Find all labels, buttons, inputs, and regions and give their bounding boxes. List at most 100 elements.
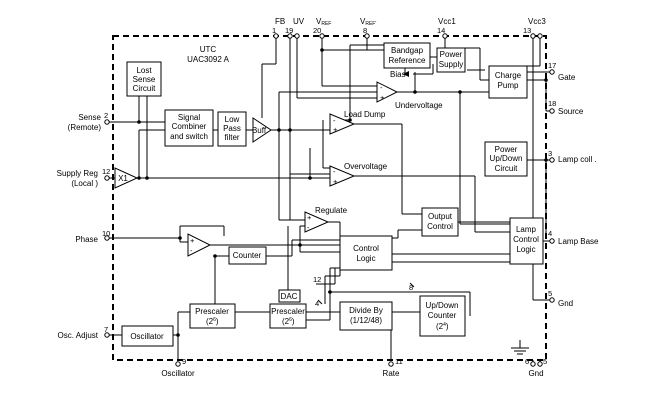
pin-supply-reg: 12 Supply Reg (Local ) (57, 167, 111, 188)
bias-label: Bias (390, 70, 409, 79)
svg-text:Control: Control (353, 244, 379, 253)
svg-text:Reference: Reference (389, 56, 426, 65)
svg-text:-: - (380, 83, 383, 92)
svg-text:Gnd: Gnd (528, 369, 543, 378)
svg-text:12: 12 (102, 167, 110, 176)
pin-gnd-right: 5 Gnd (548, 289, 573, 308)
bus-label-4: 4 (315, 299, 319, 308)
svg-text:Oscillator: Oscillator (130, 332, 164, 341)
pin-vcc1: 14 Vcc1 (437, 17, 456, 39)
svg-text:10: 10 (102, 229, 110, 238)
svg-text:+: + (380, 93, 385, 102)
pin-rate: 11 Rate (383, 357, 403, 378)
svg-text:Charge: Charge (495, 71, 522, 80)
low-pass-filter-block: Low Pass filter (217, 111, 247, 147)
oscillator-block: Oscillator (121, 325, 174, 347)
svg-text:Circuit: Circuit (495, 164, 518, 173)
svg-text:(26): (26) (282, 317, 295, 326)
svg-text:-: - (307, 223, 310, 232)
svg-text:Supply Reg: Supply Reg (57, 169, 98, 178)
svg-text:Control: Control (513, 235, 539, 244)
pin-vcc3: 13 Vcc3 (523, 17, 546, 39)
svg-text:(Local ): (Local ) (71, 179, 98, 188)
overvoltage-comparator: - + Overvoltage (329, 162, 388, 187)
pin-uv-2: UV (293, 17, 305, 39)
power-updown-circuit-block: Power Up/Down Circuit (484, 141, 528, 177)
svg-text:19: 19 (285, 26, 293, 35)
junction-dots (137, 48, 548, 337)
svg-text:Lamp coll .: Lamp coll . (558, 155, 597, 164)
svg-text:11: 11 (395, 357, 403, 366)
pin-phase: 10 Phase (75, 229, 110, 244)
svg-text:Output: Output (428, 212, 453, 221)
svg-text:Regulate: Regulate (315, 206, 348, 215)
svg-text:1: 1 (272, 26, 276, 35)
svg-text:5: 5 (548, 289, 552, 298)
svg-text:9: 9 (182, 357, 186, 366)
svg-text:Lamp: Lamp (516, 225, 537, 234)
svg-text:Combiner: Combiner (172, 122, 207, 131)
svg-text:Osc. Adjust: Osc. Adjust (58, 331, 99, 340)
svg-text:Prescaler: Prescaler (195, 307, 229, 316)
power-supply-block: Power Supply (436, 47, 466, 73)
control-logic-block: Control Logic (339, 235, 393, 271)
svg-text:Control: Control (427, 222, 453, 231)
buffer-amplifier: Buff (252, 117, 272, 143)
svg-text:Sense: Sense (133, 75, 156, 84)
prescaler-1-block: Prescaler (26) (189, 303, 236, 329)
svg-text:Circuit: Circuit (133, 84, 156, 93)
pin-oscillator: 9 Oscillator (161, 357, 195, 378)
svg-text:Oscillator: Oscillator (161, 369, 195, 378)
svg-text:2: 2 (104, 111, 108, 120)
svg-text:Undervoltage: Undervoltage (395, 101, 443, 110)
svg-text:5: 5 (543, 357, 547, 366)
undervoltage-comparator: - + Undervoltage (376, 81, 443, 110)
svg-text:VREF: VREF (316, 17, 331, 27)
svg-text:VREF': VREF' (360, 17, 376, 27)
pin-vref: 20 VREF (313, 17, 331, 39)
pin-gnd-bottom: 6 5 Gnd (525, 357, 547, 378)
load-dump-comparator: - + Load Dump (329, 110, 386, 135)
lamp-control-logic-block: Lamp Control Logic (509, 217, 544, 265)
svg-text:Logic: Logic (516, 245, 535, 254)
svg-text:-: - (190, 246, 193, 255)
counter-block: Counter (228, 246, 267, 265)
svg-text:Power: Power (440, 50, 463, 59)
svg-text:Prescaler: Prescaler (271, 307, 305, 316)
pin-source: 18 Source (548, 99, 584, 116)
svg-text:X1: X1 (118, 174, 128, 183)
svg-text:18: 18 (548, 99, 556, 108)
divide-by-block: Divide By (1/12/48) (339, 301, 393, 331)
pin-osc-adjust: 7 Osc. Adjust (58, 325, 110, 340)
svg-text:7: 7 (104, 325, 108, 334)
svg-text:Counter: Counter (233, 251, 262, 260)
svg-text:Buff: Buff (252, 126, 267, 135)
svg-text:-: - (333, 116, 336, 125)
bus-label-12: 12 (313, 275, 321, 284)
output-control-block: Output Control (421, 207, 459, 237)
svg-text:Gnd: Gnd (558, 299, 573, 308)
svg-text:Power: Power (495, 145, 518, 154)
svg-text:17: 17 (548, 61, 556, 70)
svg-text:6: 6 (525, 357, 529, 366)
svg-text:+: + (333, 125, 338, 134)
svg-text:UV: UV (293, 17, 305, 26)
svg-text:Signal: Signal (178, 113, 200, 122)
svg-text:Sense: Sense (78, 113, 101, 122)
pin-sense: 2 Sense (Remote) (68, 111, 110, 132)
svg-text:Load Dump: Load Dump (344, 110, 386, 119)
svg-text:Lost: Lost (136, 66, 152, 75)
bandgap-reference-block: Bandgap Reference (383, 42, 431, 69)
svg-text:Phase: Phase (75, 235, 98, 244)
svg-text:Up/Down: Up/Down (490, 154, 523, 163)
svg-text:FB: FB (275, 17, 285, 26)
svg-text:Low: Low (225, 115, 240, 124)
svg-text:filter: filter (224, 133, 239, 142)
pin-gate: 17 Gate (548, 61, 576, 82)
svg-text:(1/12/48): (1/12/48) (350, 316, 382, 325)
svg-text:(Remote): (Remote) (68, 123, 102, 132)
dac-block: DAC (278, 289, 301, 303)
svg-text:Divide By: Divide By (349, 306, 383, 315)
svg-text:Bias: Bias (390, 70, 406, 79)
